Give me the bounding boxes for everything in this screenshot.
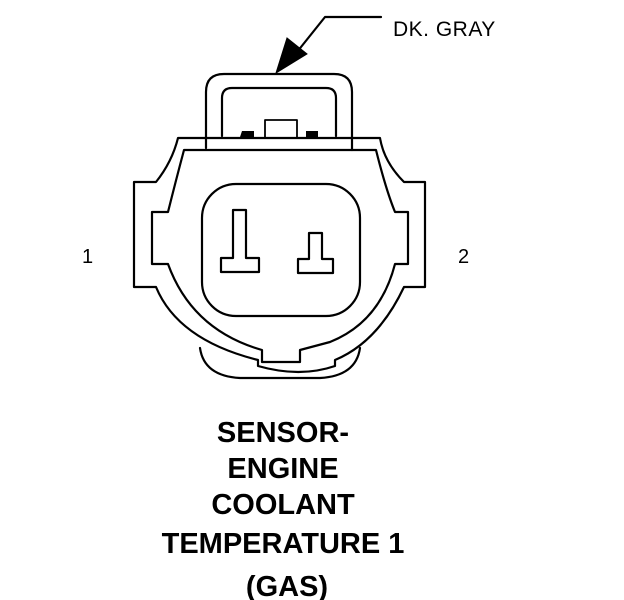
housing-outer-outline bbox=[132, 136, 427, 374]
component-title: SENSOR- ENGINE COOLANT TEMPERATURE 1 (GA… bbox=[162, 417, 405, 600]
latch-outer-frame bbox=[204, 72, 354, 152]
title-line-4: TEMPERATURE 1 bbox=[162, 528, 405, 560]
latch-tab bbox=[264, 119, 298, 139]
callout-leader-line bbox=[295, 15, 383, 54]
housing-bottom-skirt bbox=[198, 346, 362, 380]
wire-color-callout: DK. GRAY bbox=[275, 15, 496, 75]
latch-left-nub bbox=[240, 131, 254, 137]
pin-1-label: 1 bbox=[82, 246, 93, 268]
latch-inner-frame bbox=[220, 86, 338, 138]
callout-arrowhead-icon bbox=[275, 37, 308, 75]
wire-color-label: DK. GRAY bbox=[393, 18, 496, 41]
terminal-pin-2 bbox=[296, 231, 335, 275]
connector-body bbox=[132, 72, 427, 380]
terminal-pin-1 bbox=[219, 208, 261, 274]
title-line-3: COOLANT bbox=[211, 489, 355, 521]
title-line-2: ENGINE bbox=[227, 453, 338, 485]
title-line-1: SENSOR- bbox=[217, 417, 349, 449]
terminal-cavity bbox=[200, 182, 362, 318]
pin-2-label: 2 bbox=[458, 246, 469, 268]
housing-inner-outline bbox=[150, 148, 410, 364]
title-line-5: (GAS) bbox=[246, 571, 328, 600]
latch-right-nub bbox=[306, 131, 318, 137]
